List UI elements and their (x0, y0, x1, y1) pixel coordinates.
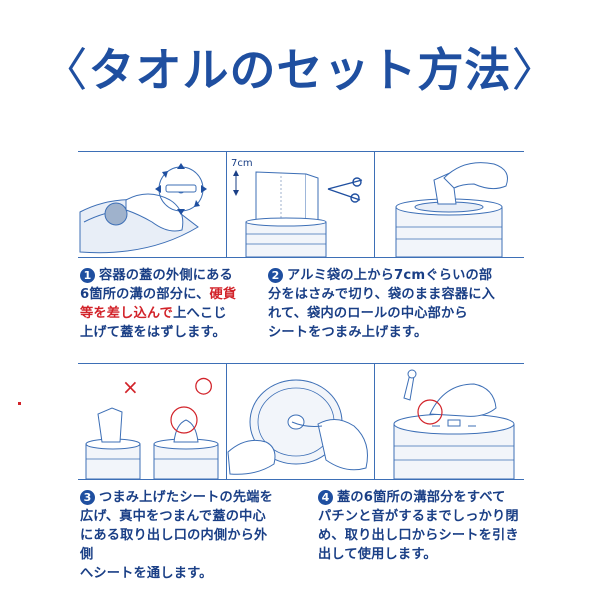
wrong-mark: × (122, 375, 139, 399)
illustration-thread-lid (226, 364, 375, 479)
red-dot-mark (18, 402, 21, 405)
step-2-number: 2 (268, 268, 283, 283)
step-1-number: 1 (80, 268, 95, 283)
cut-bag-drawing: 7cm (231, 158, 363, 257)
step-4-number: 4 (318, 490, 333, 505)
illustration-pull-sheet (374, 152, 524, 257)
height-mark-label: 7cm (231, 158, 253, 169)
illustration-open-lid (78, 152, 227, 257)
illustration-cut-bag: 7cm (226, 152, 375, 257)
pull-sheet-drawing (395, 162, 508, 257)
illustration-strip-top: 7cm (78, 151, 524, 258)
close-lid-drawing (393, 369, 515, 479)
illustration-wrong-right: × ○ (78, 364, 227, 479)
page-title: 〈タオルのセット方法〉 (41, 43, 559, 97)
thread-lid-drawing (227, 379, 368, 475)
illustration-strip-bottom: × ○ (78, 363, 524, 480)
wrong-right-drawing: × ○ (85, 373, 219, 479)
illustration-close-lid (374, 364, 524, 479)
open-lid-drawing (79, 163, 207, 254)
step-3-number: 3 (80, 490, 95, 505)
right-mark: ○ (194, 373, 213, 398)
